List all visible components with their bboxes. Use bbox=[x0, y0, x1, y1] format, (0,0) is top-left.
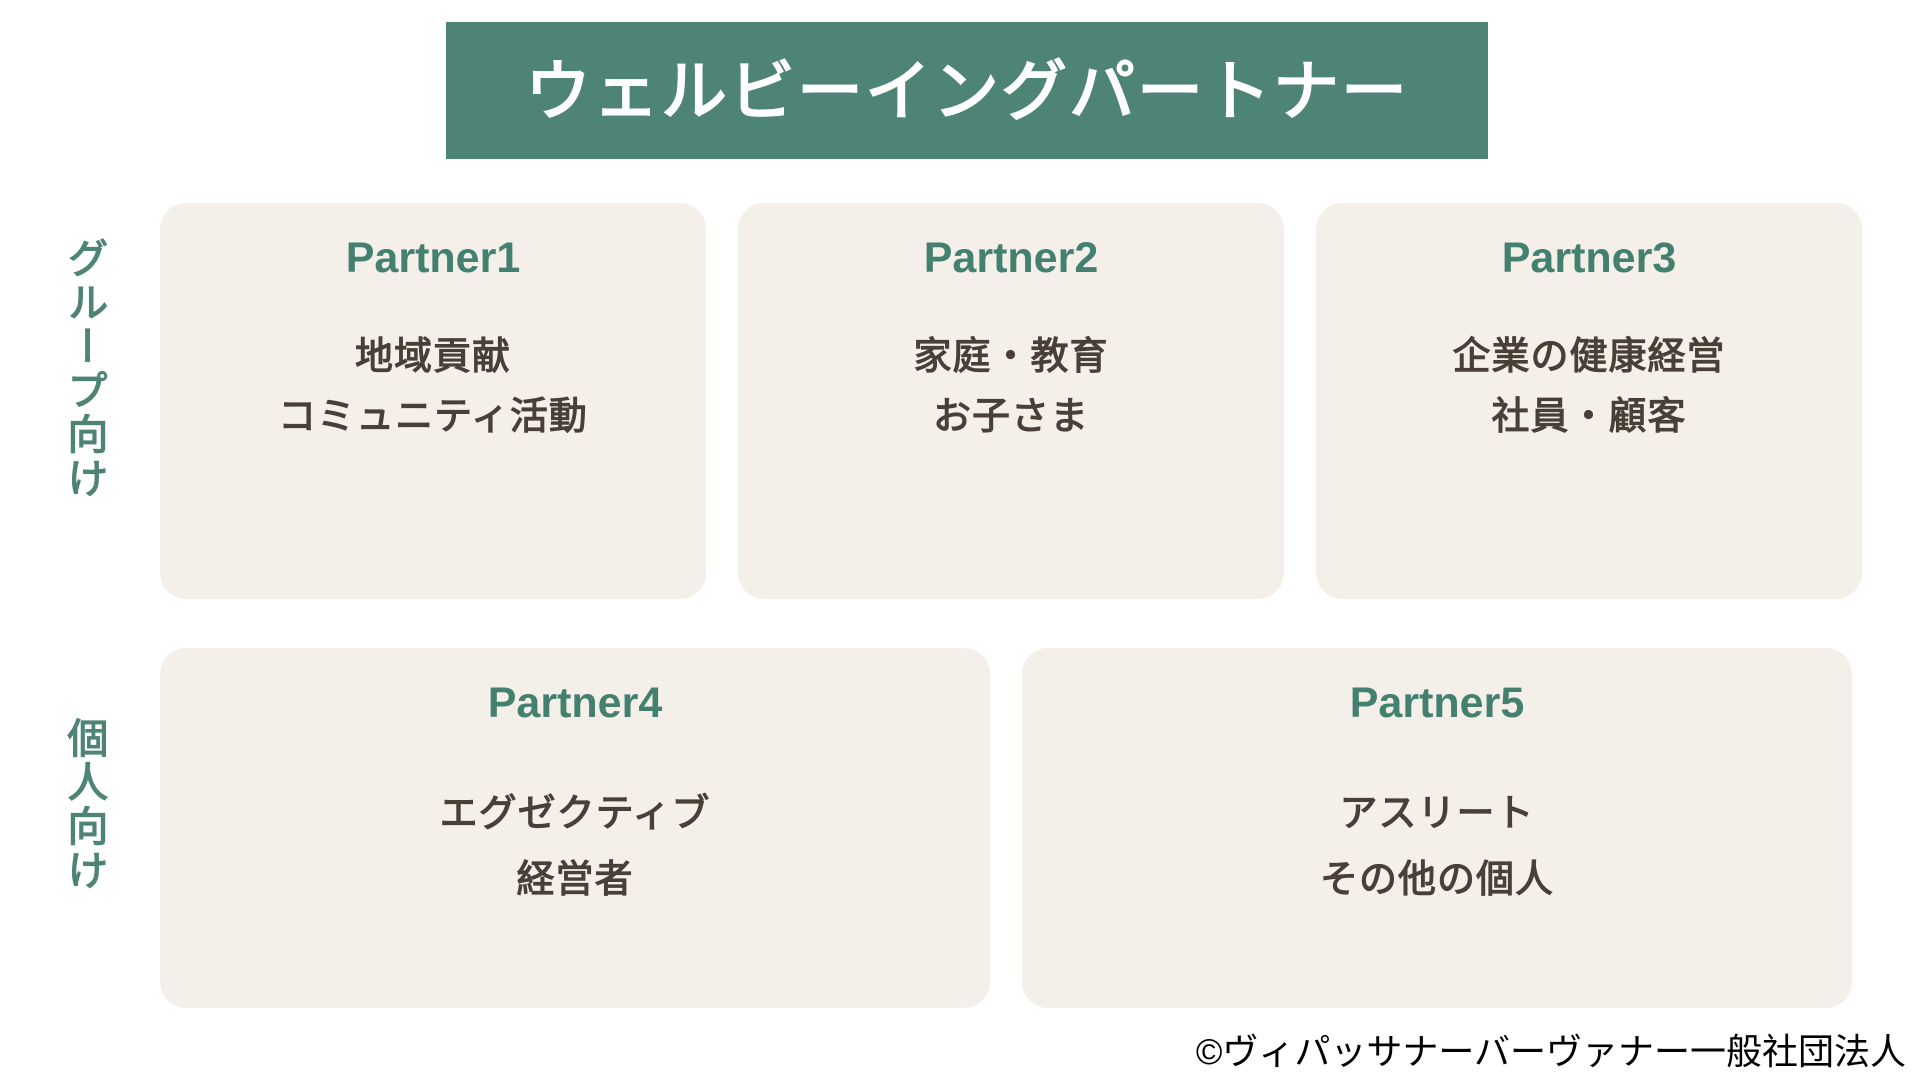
partner-card-2-line-2: お子さま bbox=[932, 395, 1089, 438]
partner-card-5[interactable]: Partner5 アスリート その他の個人 bbox=[1022, 648, 1852, 1008]
partner-card-4-line-2: 経営者 bbox=[516, 858, 634, 901]
card-row-group: Partner1 地域貢献 コミュニティ活動 Partner2 家庭・教育 お子… bbox=[160, 203, 1885, 599]
partner-card-4[interactable]: Partner4 エグゼクティブ 経営者 bbox=[160, 648, 990, 1008]
row-label-individual: 個人向け bbox=[60, 717, 107, 893]
partner-card-3-line-1: 企業の健康経営 bbox=[1452, 336, 1726, 378]
partner-card-3[interactable]: Partner3 企業の健康経営 社員・顧客 bbox=[1316, 203, 1862, 599]
copyright-notice: ©ヴィパッサナーバーヴァナー一般社団法人 bbox=[1195, 1031, 1906, 1073]
partner-card-4-title: Partner4 bbox=[487, 679, 663, 727]
partner-card-3-lines: 企業の健康経営 社員・顧客 bbox=[1452, 334, 1725, 441]
partner-card-4-line-1: エグゼクティブ bbox=[439, 793, 711, 835]
partner-card-1-lines: 地域貢献 コミュニティ活動 bbox=[278, 334, 588, 441]
partner-card-4-lines: エグゼクティブ 経営者 bbox=[440, 791, 711, 904]
partner-card-2-title: Partner2 bbox=[923, 234, 1099, 282]
partner-card-2-line-1: 家庭・教育 bbox=[913, 336, 1109, 378]
title-banner: ウェルビーイングパートナー bbox=[446, 22, 1488, 159]
partner-card-1-line-2: コミュニティ活動 bbox=[278, 395, 588, 438]
partner-card-1-line-1: 地域貢献 bbox=[354, 336, 511, 378]
partner-card-3-line-2: 社員・顧客 bbox=[1491, 395, 1687, 438]
partner-card-3-title: Partner3 bbox=[1501, 234, 1677, 282]
partner-card-1-title: Partner1 bbox=[345, 234, 521, 282]
partner-card-2-lines: 家庭・教育 お子さま bbox=[913, 334, 1108, 441]
page-title: ウェルビーイングパートナー bbox=[525, 53, 1409, 128]
partner-card-5-lines: アスリート その他の個人 bbox=[1320, 791, 1554, 904]
partner-card-2[interactable]: Partner2 家庭・教育 お子さま bbox=[738, 203, 1284, 599]
partner-card-5-line-2: その他の個人 bbox=[1319, 858, 1554, 901]
partner-card-1[interactable]: Partner1 地域貢献 コミュニティ活動 bbox=[160, 203, 706, 599]
row-label-group: グループ向け bbox=[60, 237, 107, 501]
partner-card-5-line-1: アスリート bbox=[1339, 793, 1535, 835]
partner-card-5-title: Partner5 bbox=[1349, 679, 1525, 727]
card-row-individual: Partner4 エグゼクティブ 経営者 Partner5 アスリート その他の… bbox=[160, 648, 1885, 1008]
